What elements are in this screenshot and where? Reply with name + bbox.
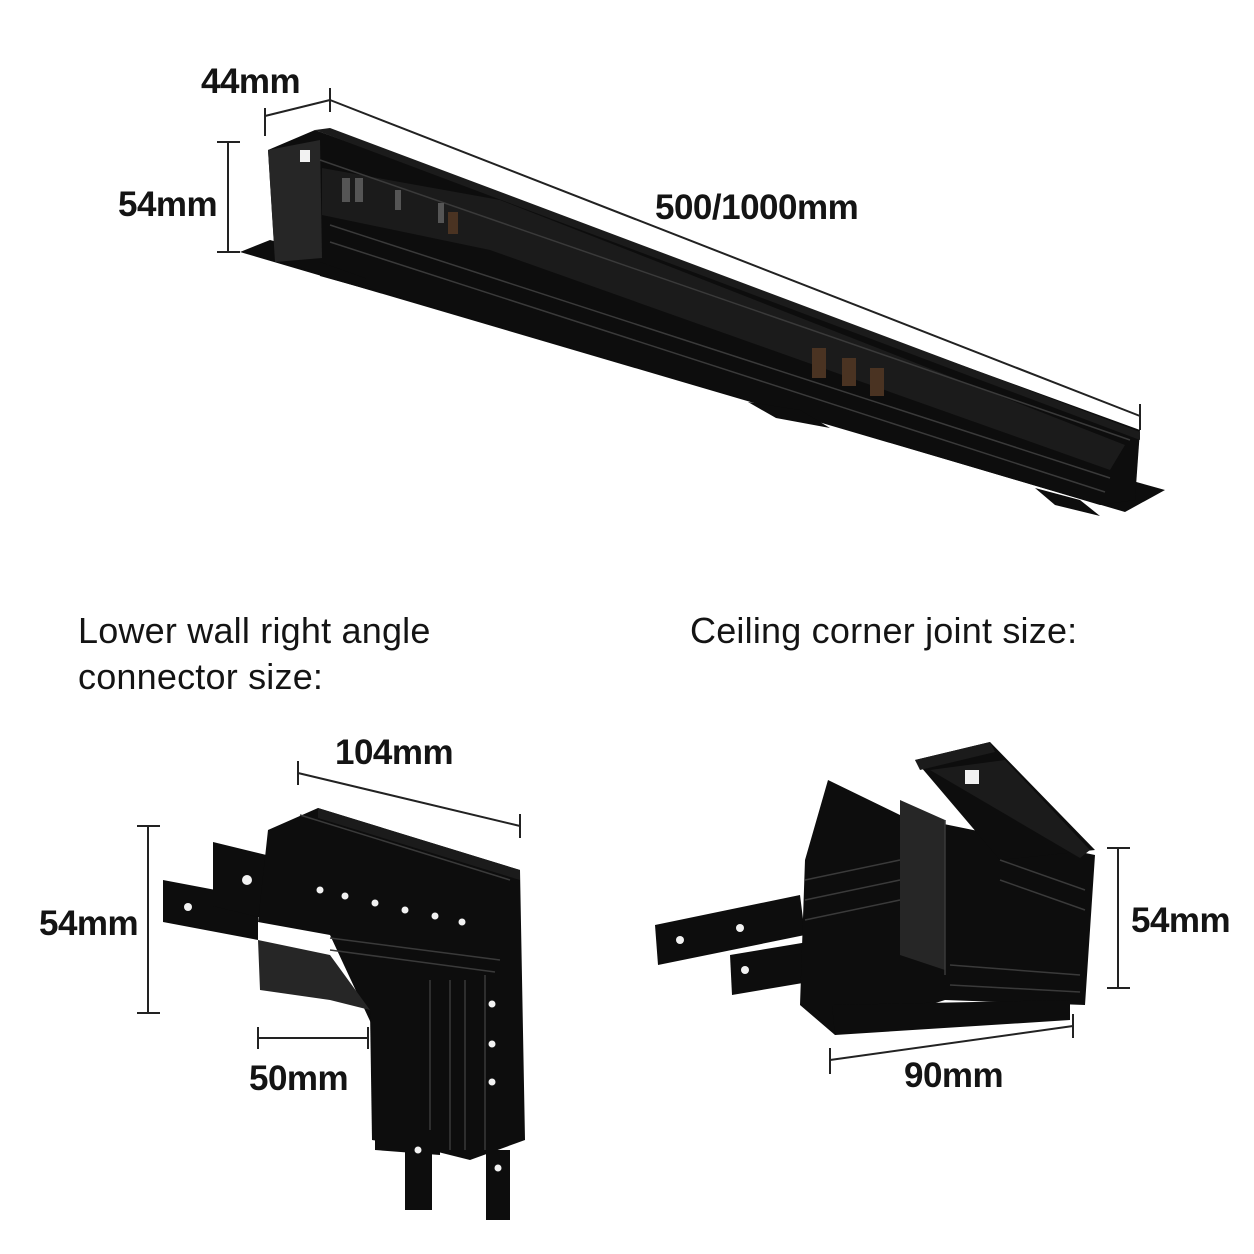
wall-connector-heading: Lower wall right angle connector size:	[78, 608, 431, 700]
wall-connector-image	[163, 808, 525, 1220]
track-length-label: 500/1000mm	[655, 188, 859, 227]
track-rail-image	[240, 128, 1165, 516]
wall-connector-heading-line1: Lower wall right angle	[78, 610, 431, 651]
wall-connector-width-label: 104mm	[335, 733, 454, 772]
ceiling-joint-width-label: 90mm	[904, 1056, 1004, 1095]
wall-connector-dimension-lines	[137, 761, 521, 1049]
wall-connector-depth-label: 50mm	[249, 1059, 349, 1098]
wall-connector-heading-line2: connector size:	[78, 656, 324, 697]
wall-connector-height-label: 54mm	[39, 904, 139, 943]
ceiling-joint-image	[655, 742, 1095, 1035]
track-dimension-lines	[217, 88, 1141, 430]
track-width-label: 44mm	[201, 62, 301, 101]
ceiling-joint-dimension-lines	[829, 847, 1130, 1074]
ceiling-joint-height-label: 54mm	[1131, 901, 1231, 940]
ceiling-joint-heading: Ceiling corner joint size:	[690, 610, 1078, 651]
track-height-label: 54mm	[118, 185, 218, 224]
